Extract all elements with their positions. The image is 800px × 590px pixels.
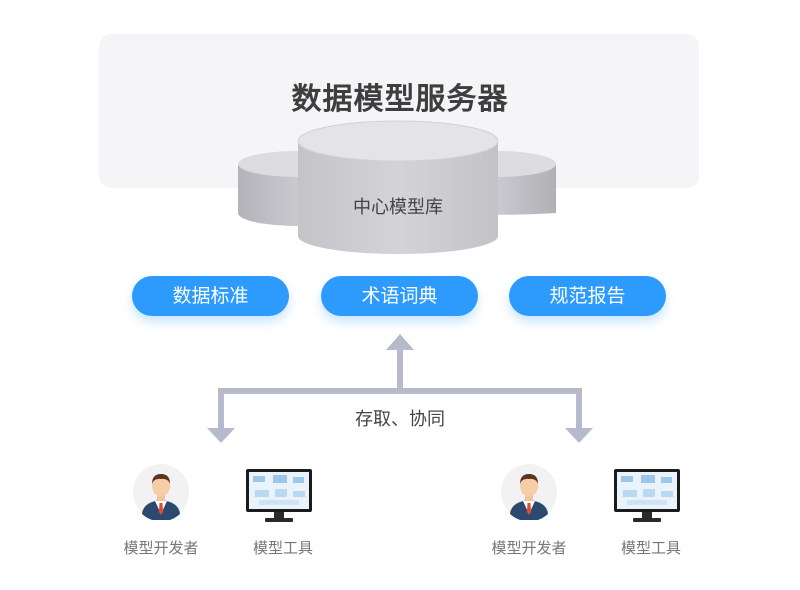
tool-caption-left: 模型工具 xyxy=(252,539,313,557)
developer-caption-right: 模型开发者 xyxy=(491,539,567,557)
developer-avatar-icon xyxy=(501,464,557,520)
pill-spec-report[interactable]: 规范报告 xyxy=(509,276,666,316)
cylinder-center xyxy=(297,120,499,254)
pill-data-standard[interactable]: 数据标准 xyxy=(132,276,289,316)
central-repository-label: 中心模型库 xyxy=(353,197,443,218)
server-title: 数据模型服务器 xyxy=(291,82,509,117)
developer-caption-left: 模型开发者 xyxy=(123,539,199,557)
model-tool-monitor-icon xyxy=(614,469,680,522)
pill-glossary[interactable]: 术语词典 xyxy=(321,276,478,316)
model-tool-monitor-icon xyxy=(246,469,312,522)
tool-caption-right: 模型工具 xyxy=(620,539,681,557)
access-collab-label: 存取、协同 xyxy=(355,409,445,430)
developer-avatar-icon xyxy=(133,464,189,520)
access-arrows xyxy=(207,334,593,443)
